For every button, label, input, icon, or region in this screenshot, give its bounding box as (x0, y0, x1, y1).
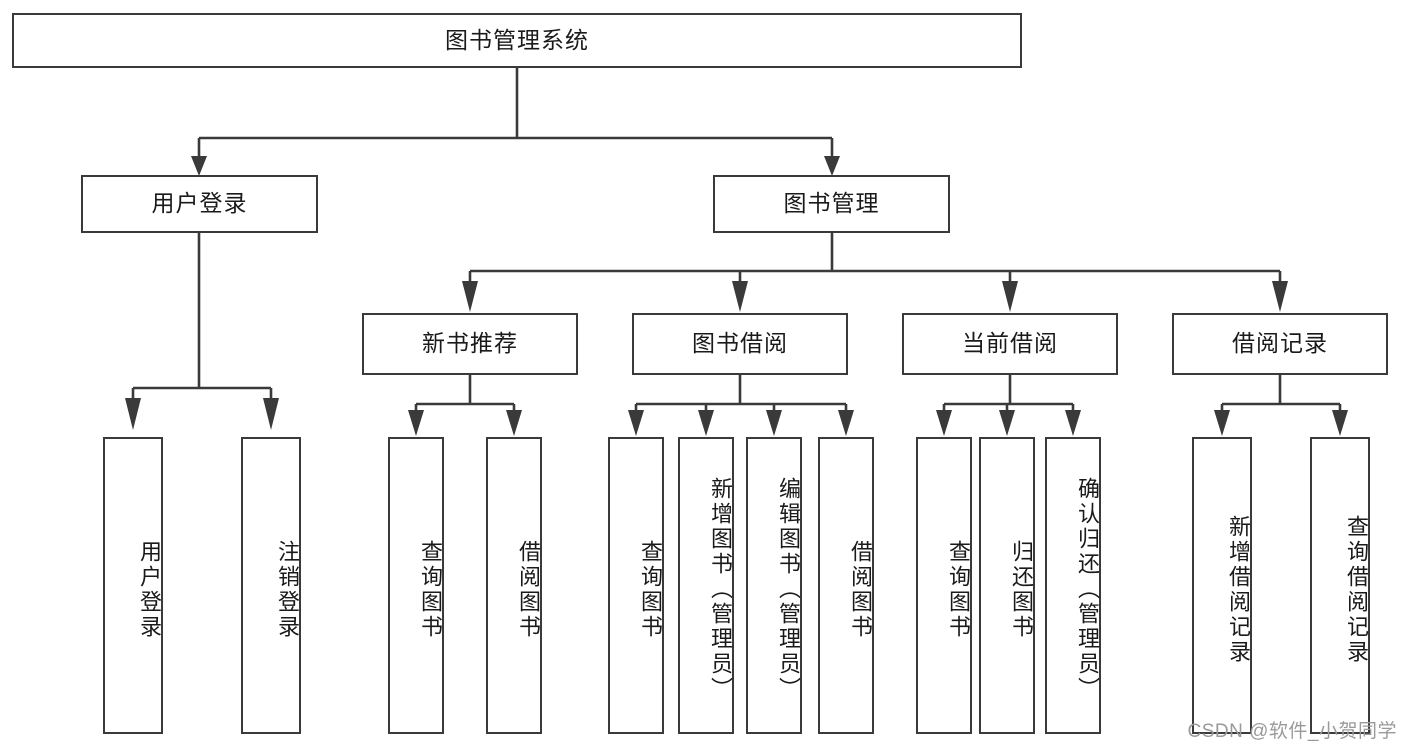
leaf-return-book-label: 归还图书 (1009, 539, 1034, 640)
csdn-watermark: CSDN @软件_小贺同学 (1187, 721, 1397, 742)
node-book-borrow-label: 图书借阅 (692, 330, 788, 357)
arrow-leaf-query-book-1 (408, 410, 424, 436)
arrow-current-borrow (1002, 281, 1018, 312)
arrow-book-borrow (732, 281, 748, 312)
arrow-user-login (191, 156, 207, 176)
node-book-manage[interactable]: 图书管理 (713, 175, 950, 233)
node-borrow-record[interactable]: 借阅记录 (1172, 313, 1388, 375)
leaf-confirm-return-label: 确认归还（管理员） (1075, 477, 1100, 702)
arrow-leaf-add-record (1214, 410, 1230, 436)
leaf-borrow-book-2[interactable]: 借阅图书 (818, 437, 874, 734)
leaf-user-login[interactable]: 用户登录 (103, 437, 163, 734)
arrow-borrow-record (1272, 281, 1288, 312)
node-book-borrow[interactable]: 图书借阅 (632, 313, 848, 375)
leaf-borrow-book-1[interactable]: 借阅图书 (486, 437, 542, 734)
leaf-add-book[interactable]: 新增图书（管理员） (678, 437, 734, 734)
node-current-borrow-label: 当前借阅 (962, 330, 1058, 357)
node-user-login[interactable]: 用户登录 (81, 175, 318, 233)
leaf-query-book-1-label: 查询图书 (418, 539, 443, 640)
leaf-query-book-2-label: 查询图书 (638, 539, 663, 640)
arrow-leaf-edit-book (766, 410, 782, 436)
arrow-leaf-user-logout (263, 398, 279, 430)
node-book-manage-label: 图书管理 (783, 190, 880, 217)
leaf-user-login-label: 用户登录 (137, 539, 162, 640)
leaf-user-logout[interactable]: 注销登录 (241, 437, 301, 734)
arrow-leaf-return-book (999, 410, 1015, 436)
leaf-confirm-return[interactable]: 确认归还（管理员） (1045, 437, 1101, 734)
arrow-leaf-query-record (1332, 410, 1348, 436)
node-new-book-recommend[interactable]: 新书推荐 (362, 313, 578, 375)
arrow-new-book-recommend (462, 281, 478, 312)
arrow-leaf-borrow-book-1 (506, 410, 522, 436)
leaf-edit-book[interactable]: 编辑图书（管理员） (746, 437, 802, 734)
arrow-leaf-confirm-return (1065, 410, 1081, 436)
arrow-leaf-query-book-2 (628, 410, 644, 436)
leaf-borrow-book-1-label: 借阅图书 (516, 539, 541, 640)
node-root-label: 图书管理系统 (445, 26, 589, 53)
leaf-borrow-book-2-label: 借阅图书 (848, 539, 873, 640)
leaf-query-book-2[interactable]: 查询图书 (608, 437, 664, 734)
leaf-edit-book-label: 编辑图书（管理员） (776, 477, 801, 702)
leaf-query-book-3-label: 查询图书 (946, 539, 971, 640)
node-borrow-record-label: 借阅记录 (1232, 330, 1328, 357)
arrow-leaf-borrow-book-2 (838, 410, 854, 436)
leaf-add-record-label: 新增借阅记录 (1226, 514, 1251, 665)
leaf-return-book[interactable]: 归还图书 (979, 437, 1035, 734)
leaf-user-logout-label: 注销登录 (275, 539, 300, 640)
node-new-book-recommend-label: 新书推荐 (422, 330, 518, 357)
node-current-borrow[interactable]: 当前借阅 (902, 313, 1118, 375)
arrow-leaf-query-book-3 (936, 410, 952, 436)
node-root[interactable]: 图书管理系统 (12, 13, 1022, 68)
arrow-leaf-user-login (125, 398, 141, 430)
leaf-add-record[interactable]: 新增借阅记录 (1192, 437, 1252, 734)
arrow-book-manage (824, 156, 840, 176)
leaf-query-book-1[interactable]: 查询图书 (388, 437, 444, 734)
leaf-add-book-label: 新增图书（管理员） (708, 477, 733, 702)
leaf-query-record[interactable]: 查询借阅记录 (1310, 437, 1370, 734)
node-user-login-label: 用户登录 (151, 190, 248, 217)
arrow-leaf-add-book (698, 410, 714, 436)
leaf-query-record-label: 查询借阅记录 (1344, 514, 1369, 665)
leaf-query-book-3[interactable]: 查询图书 (916, 437, 972, 734)
